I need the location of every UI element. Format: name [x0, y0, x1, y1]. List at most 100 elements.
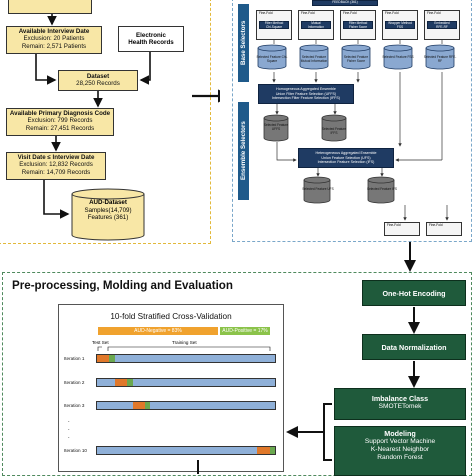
bottom-block-head: Fine-Fold [429, 223, 443, 227]
down-arrow-to-preprocessing [404, 242, 416, 272]
aud-positive-label: AUD-Positive = 17% [222, 328, 268, 334]
top-feedback-label: FEEDBACK (361) [332, 0, 358, 4]
imbalance-title: Imbalance Class [371, 394, 429, 403]
ellipsis-dot: . [68, 418, 70, 424]
test-training-brackets [97, 346, 271, 351]
dataset-title: Dataset [86, 73, 110, 80]
test-set-label: Test Set [92, 340, 109, 345]
modeling-box: Modeling Support Vector Machine K-Neares… [334, 426, 466, 476]
selector-name-box: Wrapper Method FSS [385, 20, 415, 29]
available-interview-box: Available Interview Date Exclusion: 20 P… [6, 26, 102, 54]
modeling-title: Modeling [384, 429, 416, 438]
selected-feature-label: Selected Feature FSS [382, 55, 414, 59]
ehr-line2: Health Records [128, 39, 174, 47]
selector-head: Fine-Fold [427, 11, 441, 15]
cv-title: 10-fold Stratified Cross-Validation [110, 312, 232, 321]
aud-positive-bar: AUD-Positive = 17% [220, 327, 270, 335]
base-selectors-text: Base Selectors [240, 20, 247, 66]
test-fold-positive [269, 447, 275, 454]
top-cut-box [8, 0, 92, 14]
ehr-box: Electronic Health Records [118, 26, 184, 52]
selector-name-box: Filter Method Chi-Square [259, 20, 289, 29]
iteration-label: Iteration 10 [64, 448, 87, 453]
selector-fisher-score: Fine-Fold Filter Method Fisher Score [340, 10, 376, 40]
test-fold-positive [109, 355, 115, 362]
selector-name-line2: RFE-RF [436, 24, 448, 29]
selected-feature-label: Selected Feature RFE-RF [423, 55, 457, 63]
top-feedback-box: FEEDBACK (361) [312, 0, 378, 6]
primary-diagnosis-box: Available Primary Diagnosis Code Exclusi… [6, 108, 114, 136]
ensemble1-line2: Union Filter Feature Selection (UFFS) [275, 91, 337, 96]
ellipsis-dot: . [68, 426, 70, 432]
selector-name-box: Embedded RFE-RF [427, 20, 457, 29]
bottom-fine-fold-block: Fine-Fold [426, 222, 462, 236]
model-item: Random Forest [377, 454, 423, 461]
ens1-output-label: Selected Feature UFFS [263, 123, 289, 131]
ens1-output-label: Selected Feature IFFS [321, 127, 347, 135]
visit-date-remain: Remain: 14,709 Records [21, 168, 91, 176]
ens2-output-label: Selected Feature UFS [302, 187, 334, 191]
heterogeneous-ensemble-box: Heterogeneous Aggregated Ensemble Union … [298, 148, 394, 168]
base-selectors-label: Base Selectors [238, 4, 249, 82]
selector-name-line1: Filter Method [348, 20, 368, 25]
model-item: K-Nearest Neighbor [370, 446, 430, 453]
normalization-label: Data Normalization [381, 342, 447, 352]
visit-date-box: Visit Date ≤ Interview Date Exclusion: 1… [6, 152, 106, 180]
onehot-label: One-Hot Encoding [382, 288, 446, 298]
ensemble1-line3: Intersection Filter Feature Selection (I… [272, 96, 340, 101]
selector-name-line1: Mutual [311, 20, 321, 25]
left-flow-arrows [35, 14, 220, 219]
selected-feature-cylinders [257, 44, 455, 70]
aud-dataset-label: AUD-Dataset Samples(14,709) Features (36… [74, 199, 142, 222]
selector-name-box: Filter Method Fisher Score [343, 20, 373, 29]
imbalance-sub: SMOTETomek [378, 403, 422, 410]
ellipsis-dot: . [68, 434, 70, 440]
visit-date-title: Visit Date ≤ Interview Date [17, 154, 95, 161]
ensemble2-output-cylinders [303, 176, 395, 204]
iteration-label: Iteration 3 [64, 403, 85, 408]
aud-negative-label: AUD-Negative = 83% [134, 328, 182, 334]
imbalance-class-box: Imbalance Class SMOTETomek [334, 388, 466, 420]
iteration-bar [96, 401, 276, 410]
selector-rfe-rf: Fine-Fold Embedded RFE-RF [424, 10, 460, 40]
ehr-line1: Electronic [136, 32, 166, 39]
data-preparation-frame [0, 0, 211, 244]
ensemble1-output-cylinders [263, 114, 347, 142]
visit-date-exclusion: Exclusion: 12,832 Records [19, 161, 93, 169]
training-set-label: Training Set [172, 340, 197, 345]
selector-fss: Fine-Fold Wrapper Method FSS [382, 10, 418, 40]
iteration-bar [96, 354, 276, 363]
iteration-label: Iteration 1 [64, 356, 85, 361]
pipeline-arrows [286, 307, 420, 461]
feature-selection-connectors [272, 40, 449, 221]
selector-head: Fine-Fold [259, 11, 273, 15]
selector-mutual-information: Fine-Fold Mutual Information [298, 10, 334, 40]
data-normalization-box: Data Normalization [362, 334, 466, 360]
aud-dataset-features: Features (361) [87, 214, 129, 222]
ensemble-selectors-text: Ensemble Selectors [240, 121, 247, 181]
available-interview-title: Available Interview Date [18, 28, 90, 35]
selected-feature-label: Selected Feature Fisher Score [343, 55, 369, 63]
selector-head: Fine-Fold [343, 11, 357, 15]
ensemble-selectors-label: Ensemble Selectors [238, 102, 249, 200]
aud-dataset-cylinder-icon [71, 188, 145, 241]
ensemble2-line1: Heterogeneous Aggregated Ensemble [315, 151, 377, 155]
ens2-output-label: Selected Feature IFS [366, 187, 398, 191]
selector-name-line1: Wrapper Method [388, 20, 412, 25]
selector-name-line2: Chi-Square [265, 24, 283, 29]
feature-selection-frame [232, 0, 472, 242]
aud-dataset-samples: Samples(14,709) [84, 206, 132, 214]
aud-negative-bar: AUD-Negative = 83% [98, 327, 218, 335]
primary-diagnosis-exclusion: Exclusion: 799 Records [27, 117, 93, 125]
test-fold-negative [257, 447, 270, 454]
test-fold-negative [114, 379, 128, 386]
iteration-bar [96, 378, 276, 387]
primary-diagnosis-title: Available Primary Diagnosis Code [9, 110, 111, 117]
test-fold-positive [145, 402, 151, 409]
iteration-bar [96, 446, 276, 455]
bottom-down-arrow [197, 460, 199, 474]
test-fold-positive [127, 379, 133, 386]
selector-name-line1: Filter Method [264, 20, 284, 25]
selector-name-line2: FSS [396, 24, 404, 29]
selected-feature-label: Selected Feature Chi-Square [256, 55, 288, 63]
